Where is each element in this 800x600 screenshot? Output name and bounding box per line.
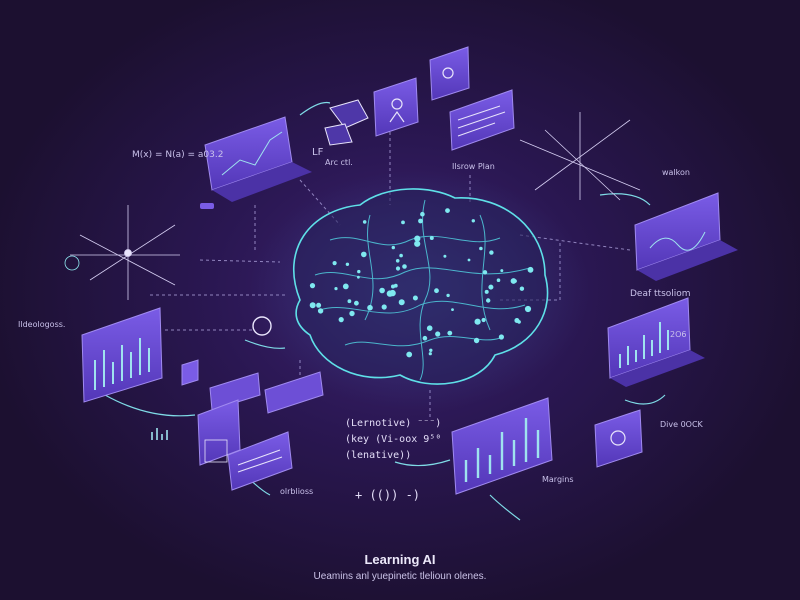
neuron-node xyxy=(446,293,450,298)
screen-top-center xyxy=(373,77,419,137)
neuron-node xyxy=(398,299,405,306)
neuron-node xyxy=(489,250,494,255)
neuron-node xyxy=(422,335,428,341)
label-ideological: Ildeologoss. xyxy=(18,320,66,329)
neuron-node xyxy=(484,289,489,294)
label-walkon: walkon xyxy=(662,168,690,177)
screen-top-right-large xyxy=(449,89,515,151)
code-line-4: + (()) -) xyxy=(355,488,421,502)
chart-panel-right xyxy=(607,297,705,387)
neuron-node xyxy=(342,283,349,290)
neuron-node xyxy=(381,304,387,310)
neuron-node xyxy=(414,235,421,242)
neuron-node xyxy=(395,259,400,263)
neuron-node xyxy=(471,219,475,223)
label-dive: Dive 0OCK xyxy=(660,420,703,429)
neuron-node xyxy=(496,278,501,283)
device-bottom-right xyxy=(594,409,643,468)
neuron-node xyxy=(399,253,403,258)
neuron-node xyxy=(402,264,407,269)
neuron-node xyxy=(429,236,434,240)
neuron-node xyxy=(434,288,439,294)
label-margins: Margins xyxy=(542,475,574,484)
neuron-node xyxy=(406,351,413,358)
neuron-node xyxy=(517,320,521,324)
neuron-node xyxy=(426,325,433,332)
neuron-node xyxy=(401,220,405,225)
neuron-node xyxy=(418,218,423,224)
neuron-node xyxy=(391,245,395,250)
code-line-3: (lenative)) xyxy=(345,450,412,461)
neuron-node xyxy=(429,348,433,352)
crystal-shape xyxy=(324,99,369,146)
caption-title: Learning AI xyxy=(364,552,436,567)
neuron-node xyxy=(498,334,504,340)
label-num: 2O6 xyxy=(670,330,687,339)
neuron-node xyxy=(361,251,367,258)
laptop-bottom-left xyxy=(151,399,293,491)
neuron-node xyxy=(332,261,337,266)
chart-panel-left xyxy=(81,307,163,403)
neuron-node xyxy=(435,331,441,337)
neuron-node xyxy=(481,317,486,323)
neuron-node xyxy=(347,299,352,304)
neuron-node xyxy=(428,352,432,356)
geometry-diagram-left xyxy=(64,205,180,300)
caption-subtitle: Ueamins anl yuepinetic tlelioun olenes. xyxy=(313,571,487,582)
neuron-node xyxy=(316,302,322,308)
neuron-node xyxy=(391,284,395,289)
neuron-node xyxy=(357,275,360,279)
screen-top-right-small xyxy=(429,46,470,101)
neuron-node xyxy=(362,220,367,224)
neuron-node xyxy=(524,305,532,313)
laptop-right xyxy=(634,192,738,281)
neuron-node xyxy=(309,283,316,289)
neuron-node xyxy=(395,266,401,271)
code-line-2: (key (Vi-oox 9⁵⁰ xyxy=(345,434,442,445)
neuron-node xyxy=(527,266,534,273)
neuron-node xyxy=(445,208,450,214)
neuron-node xyxy=(473,337,480,344)
neuron-node xyxy=(412,295,418,301)
hardware-blocks xyxy=(181,203,324,414)
neuron-node xyxy=(414,240,421,247)
laptop-top-left xyxy=(204,116,312,202)
neuron-node xyxy=(367,304,373,311)
neuron-node xyxy=(345,262,350,266)
neuron-node xyxy=(379,287,385,294)
neuron-node xyxy=(309,302,316,309)
label-arc: Arc ctl. xyxy=(325,158,353,167)
code-line-1: (Lernotive) ⁻⁻⁻) xyxy=(345,418,442,429)
label-lsrow: Ilsrow Plan xyxy=(452,162,495,171)
neuron-node xyxy=(349,310,355,317)
neuron-node xyxy=(420,211,425,217)
neuron-node xyxy=(338,317,344,323)
neuron-node xyxy=(479,246,483,251)
neuron-node xyxy=(519,286,525,291)
formula-top-left: M(x) = N(a) = a03.2 xyxy=(132,150,224,160)
neuron-node xyxy=(354,300,359,306)
neuron-node xyxy=(513,279,517,283)
geometry-diagram-right xyxy=(519,112,641,201)
neuron-node xyxy=(474,318,481,325)
neuron-node xyxy=(482,270,488,275)
neuron-node xyxy=(500,269,504,273)
label-deaf: Deaf ttsoliom xyxy=(630,289,691,299)
chart-panel-bottom-center xyxy=(451,397,553,495)
neuron-node xyxy=(443,254,447,258)
neuron-node xyxy=(389,289,396,297)
neuron-node xyxy=(357,269,361,274)
neuron-node xyxy=(447,330,453,336)
neural-brain xyxy=(250,170,590,410)
neuron-node xyxy=(451,308,454,311)
neuron-node xyxy=(488,284,494,290)
label-lf: LF xyxy=(312,147,324,158)
neuron-node xyxy=(467,258,471,262)
neuron-node xyxy=(486,298,491,303)
label-orbit: olrblioss xyxy=(280,487,314,496)
neuron-node xyxy=(317,308,324,314)
neuron-node xyxy=(334,287,338,291)
